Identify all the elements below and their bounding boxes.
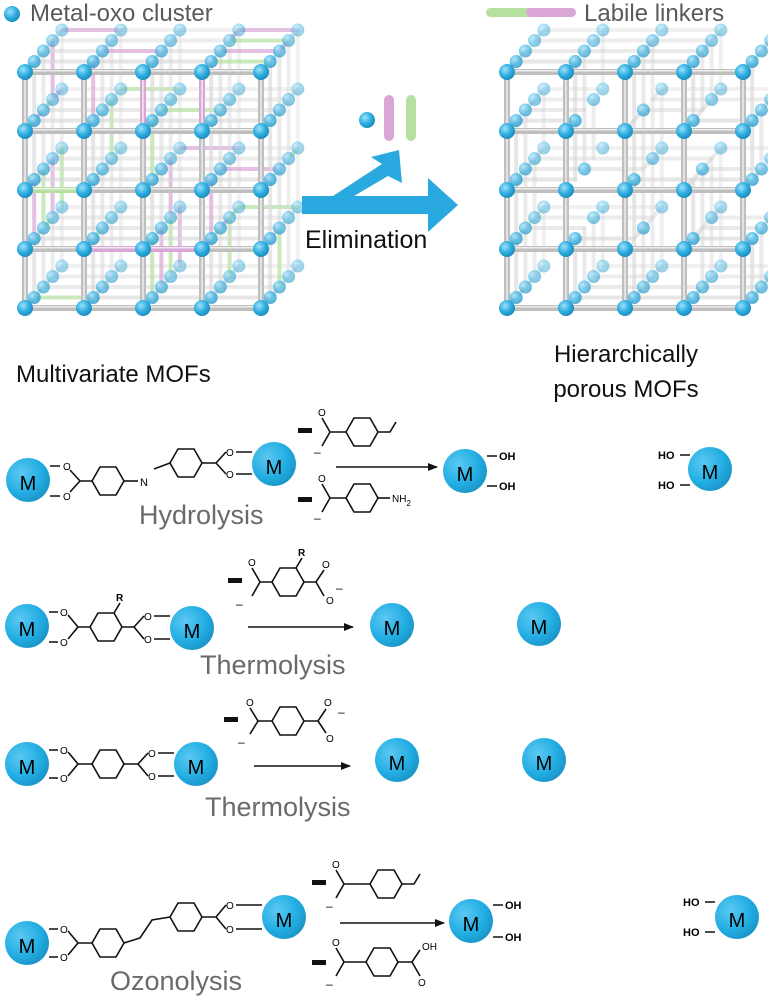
svg-text:–: – bbox=[338, 705, 345, 719]
svg-text:O: O bbox=[60, 746, 68, 757]
ozonolysis-label: Ozonolysis bbox=[110, 966, 243, 996]
svg-text:O: O bbox=[63, 462, 71, 473]
svg-text:–: – bbox=[238, 735, 245, 749]
svg-text:M: M bbox=[184, 621, 201, 643]
metal-node: M bbox=[5, 604, 49, 648]
metal-node: M bbox=[443, 449, 487, 493]
svg-text:O: O bbox=[226, 448, 234, 459]
svg-text:O: O bbox=[226, 925, 234, 936]
svg-text:O: O bbox=[326, 596, 334, 607]
svg-text:–: – bbox=[336, 581, 343, 595]
elimination-label: Elimination bbox=[305, 226, 428, 254]
metal-cluster-legend-label: Metal-oxo cluster bbox=[30, 0, 213, 27]
metal-node: M bbox=[6, 458, 50, 502]
svg-text:O: O bbox=[144, 635, 152, 646]
svg-text:O: O bbox=[60, 638, 68, 649]
svg-text:O: O bbox=[332, 860, 340, 871]
thermolysis-scheme-1: M M O O R O O O – R O O – M M bbox=[5, 548, 561, 650]
hydrolysis-scheme: M M O O N O O O – O – NH2 M bbox=[6, 408, 732, 525]
svg-text:O: O bbox=[324, 698, 332, 709]
metal-node: M bbox=[449, 899, 493, 943]
metal-node: M bbox=[262, 895, 306, 939]
svg-text:O: O bbox=[322, 560, 330, 571]
labile-linkers-legend-label: Labile linkers bbox=[584, 0, 725, 27]
svg-text:–: – bbox=[314, 511, 321, 525]
svg-text:–: – bbox=[236, 597, 243, 611]
svg-text:–: – bbox=[326, 977, 333, 991]
svg-text:M: M bbox=[384, 618, 401, 640]
svg-text:M: M bbox=[20, 473, 37, 495]
svg-text:M: M bbox=[19, 757, 36, 779]
metal-node: M bbox=[252, 442, 296, 486]
svg-text:R: R bbox=[116, 593, 124, 604]
svg-text:OH: OH bbox=[422, 942, 437, 953]
svg-text:M: M bbox=[19, 936, 36, 958]
svg-text:O: O bbox=[326, 734, 334, 745]
svg-text:O: O bbox=[60, 925, 68, 936]
ozonolysis-scheme: M M O O O O O – O – OH O M OH bbox=[5, 860, 759, 991]
metal-node: M bbox=[5, 921, 49, 965]
svg-text:O: O bbox=[226, 901, 234, 912]
metal-node: M bbox=[375, 738, 419, 782]
svg-text:M: M bbox=[19, 619, 36, 641]
svg-text:O: O bbox=[60, 774, 68, 785]
hydrolysis-label: Hydrolysis bbox=[139, 500, 264, 530]
metal-node: M bbox=[715, 895, 759, 939]
elimination-arrow bbox=[302, 95, 458, 232]
hierarchical-mofs-label: Hierarchically porous MOFs bbox=[553, 341, 699, 403]
svg-text:M: M bbox=[531, 617, 548, 639]
svg-text:M: M bbox=[266, 457, 283, 479]
svg-text:HO: HO bbox=[683, 897, 700, 909]
svg-text:O: O bbox=[148, 749, 156, 760]
hierarchical-mof-lattice bbox=[499, 23, 768, 316]
svg-text:M: M bbox=[729, 910, 746, 932]
svg-text:O: O bbox=[332, 938, 340, 949]
svg-text:O: O bbox=[318, 408, 326, 419]
svg-text:O: O bbox=[318, 474, 326, 485]
svg-text:HO: HO bbox=[658, 450, 675, 462]
svg-text:O: O bbox=[63, 492, 71, 503]
svg-text:–: – bbox=[314, 445, 321, 459]
svg-text:M: M bbox=[276, 910, 293, 932]
svg-text:O: O bbox=[226, 470, 234, 481]
metal-cluster-legend-icon bbox=[4, 6, 20, 22]
metal-node: M bbox=[688, 447, 732, 491]
svg-text:O: O bbox=[60, 608, 68, 619]
svg-text:–: – bbox=[326, 899, 333, 913]
svg-text:N: N bbox=[140, 477, 148, 489]
metal-node: M bbox=[522, 738, 566, 782]
metal-node: M bbox=[170, 606, 214, 650]
svg-text:O: O bbox=[418, 978, 426, 989]
thermolysis-label-1: Thermolysis bbox=[200, 650, 346, 680]
svg-text:O: O bbox=[60, 953, 68, 964]
svg-text:NH2: NH2 bbox=[392, 494, 411, 508]
multivariate-mof-lattice bbox=[17, 23, 305, 316]
metal-node: M bbox=[517, 602, 561, 646]
svg-text:M: M bbox=[389, 753, 406, 775]
svg-text:HO: HO bbox=[683, 927, 700, 939]
svg-text:M: M bbox=[188, 757, 205, 779]
metal-node: M bbox=[5, 742, 49, 786]
metal-node: M bbox=[174, 742, 218, 786]
svg-text:M: M bbox=[463, 914, 480, 936]
svg-text:M: M bbox=[702, 462, 719, 484]
svg-text:OH: OH bbox=[499, 451, 516, 463]
metal-node: M bbox=[370, 603, 414, 647]
svg-text:O: O bbox=[144, 612, 152, 623]
svg-text:OH: OH bbox=[499, 481, 516, 493]
svg-text:R: R bbox=[298, 548, 306, 559]
svg-text:OH: OH bbox=[505, 900, 522, 912]
svg-text:O: O bbox=[246, 698, 254, 709]
svg-text:O: O bbox=[148, 772, 156, 783]
svg-text:M: M bbox=[536, 753, 553, 775]
svg-text:O: O bbox=[248, 558, 256, 569]
svg-text:OH: OH bbox=[505, 932, 522, 944]
thermolysis-label-2: Thermolysis bbox=[205, 792, 351, 822]
thermolysis-scheme-2: M M O O O O O – O – O M M bbox=[5, 698, 566, 786]
labile-linker-legend-icon bbox=[486, 8, 576, 17]
multivariate-mofs-label: Multivariate MOFs bbox=[16, 361, 211, 388]
svg-text:M: M bbox=[457, 464, 474, 486]
svg-text:HO: HO bbox=[658, 480, 675, 492]
